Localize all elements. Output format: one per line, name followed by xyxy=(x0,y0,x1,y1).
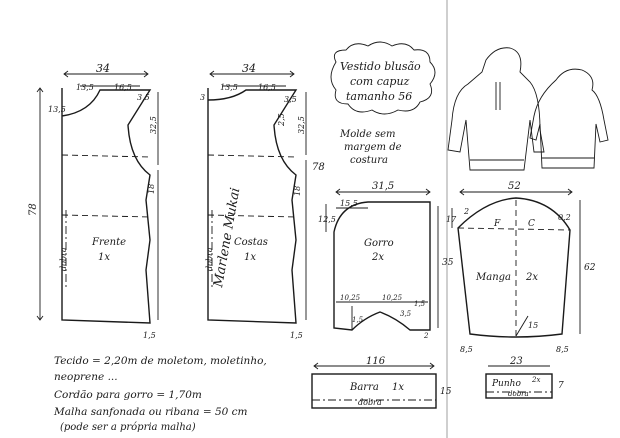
band-label: Barra xyxy=(349,382,379,393)
band-qty: 1x xyxy=(392,382,404,393)
front-width: 34 xyxy=(96,62,110,75)
materials-line3: Cordão para gorro = 1,70m xyxy=(54,389,202,401)
front-label: Frente xyxy=(91,237,126,248)
cuff-piece xyxy=(485,365,553,399)
hood-width: 31,5 xyxy=(372,181,394,192)
title-line3: tamanho 56 xyxy=(346,90,412,103)
cuff-width: 23 xyxy=(509,356,523,367)
front-qty: 1x xyxy=(98,252,110,263)
sleeve-qty: 2x xyxy=(525,272,538,283)
band-height: 15 xyxy=(440,387,452,397)
hood-right: 2 xyxy=(423,332,429,340)
front-hem: 1,5 xyxy=(143,331,156,340)
sleeve-b3: 0,2 xyxy=(558,213,571,222)
back-length: 78 xyxy=(312,162,325,173)
front-shoulder: 16,5 xyxy=(114,83,132,92)
note-line3: costura xyxy=(350,155,388,166)
sleeve-piece xyxy=(451,188,581,338)
band-piece xyxy=(311,362,437,409)
back-hem: 1,5 xyxy=(290,331,303,340)
hood-bottom-left: 10,25 xyxy=(340,294,361,302)
back-neck: 13,5 xyxy=(220,83,238,92)
hood-front-3: 1,5 xyxy=(414,300,426,308)
front-neck-drop-right: 3,5 xyxy=(137,93,150,102)
front-side-top: 18 xyxy=(147,184,156,194)
hood-qty: 2x xyxy=(371,252,384,263)
materials-line5: (pode ser a própria malha) xyxy=(60,422,196,433)
back-armhole-b: 32,5 xyxy=(297,116,306,134)
back-neck-drop: 3 xyxy=(200,93,205,102)
cuff-label: Punho xyxy=(491,379,521,389)
title-line1: Vestido blusão xyxy=(340,60,421,73)
cuff-fold: dobra xyxy=(508,390,529,398)
front-neck-drop-left: 13,5 xyxy=(48,105,66,114)
sleeve-front-mark: F xyxy=(493,219,501,229)
materials-line1: Tecido = 2,20m de moletom, moletinho, xyxy=(54,355,267,367)
sleeve-hem-right: 8,5 xyxy=(556,345,569,354)
garment-sketch-back xyxy=(529,68,609,169)
hood-piece xyxy=(325,188,439,331)
cuff-qty: 2x xyxy=(531,376,540,384)
front-neck: 13,5 xyxy=(76,83,94,92)
back-fold-label: dobra xyxy=(205,247,214,271)
hood-left-drop: 12,5 xyxy=(318,215,336,224)
front-length: 78 xyxy=(28,203,39,216)
front-piece xyxy=(36,70,159,324)
back-qty: 1x xyxy=(244,252,256,263)
sleeve-height: 62 xyxy=(584,263,596,273)
front-armhole: 32,5 xyxy=(149,116,158,134)
note-line1: Molde sem xyxy=(339,129,396,140)
back-shoulder-drop: 3,5 xyxy=(284,95,297,104)
sleeve-label: Manga xyxy=(475,272,511,283)
hood-top: 15,5 xyxy=(340,199,358,208)
band-fold: dobra xyxy=(358,398,382,407)
garment-sketch-front xyxy=(447,47,545,171)
band-width: 116 xyxy=(366,356,386,367)
hood-bottom-right: 10,25 xyxy=(382,294,403,302)
cuff-height: 7 xyxy=(558,381,564,391)
title-cloud xyxy=(330,41,436,115)
back-shoulder: 16,5 xyxy=(258,83,276,92)
back-armhole-a: 2,5 xyxy=(277,113,286,127)
title-line2: com capuz xyxy=(350,75,410,88)
back-side: 18 xyxy=(293,186,302,196)
sleeve-b1: 17 xyxy=(446,215,457,224)
sleeve-back-mark: C xyxy=(528,219,535,229)
front-fold-label: dobra xyxy=(59,247,68,271)
sleeve-width: 52 xyxy=(508,181,521,192)
back-label: Costas xyxy=(234,237,268,248)
hood-front-2: 3,5 xyxy=(400,310,412,318)
hood-height: 35 xyxy=(442,258,454,268)
hood-label: Gorro xyxy=(364,238,394,249)
sleeve-15: 15 xyxy=(528,321,538,330)
materials-line2: neoprene ... xyxy=(54,371,118,383)
materials-line4: Malha sanfonada ou ribana = 50 cm xyxy=(53,406,248,418)
note-line2: margem de xyxy=(344,142,402,153)
sleeve-b2: 2 xyxy=(463,207,469,216)
sleeve-hem-left: 8,5 xyxy=(460,345,473,354)
back-piece xyxy=(207,70,307,324)
back-width: 34 xyxy=(242,62,256,75)
hood-front-1: 1,5 xyxy=(352,316,364,324)
